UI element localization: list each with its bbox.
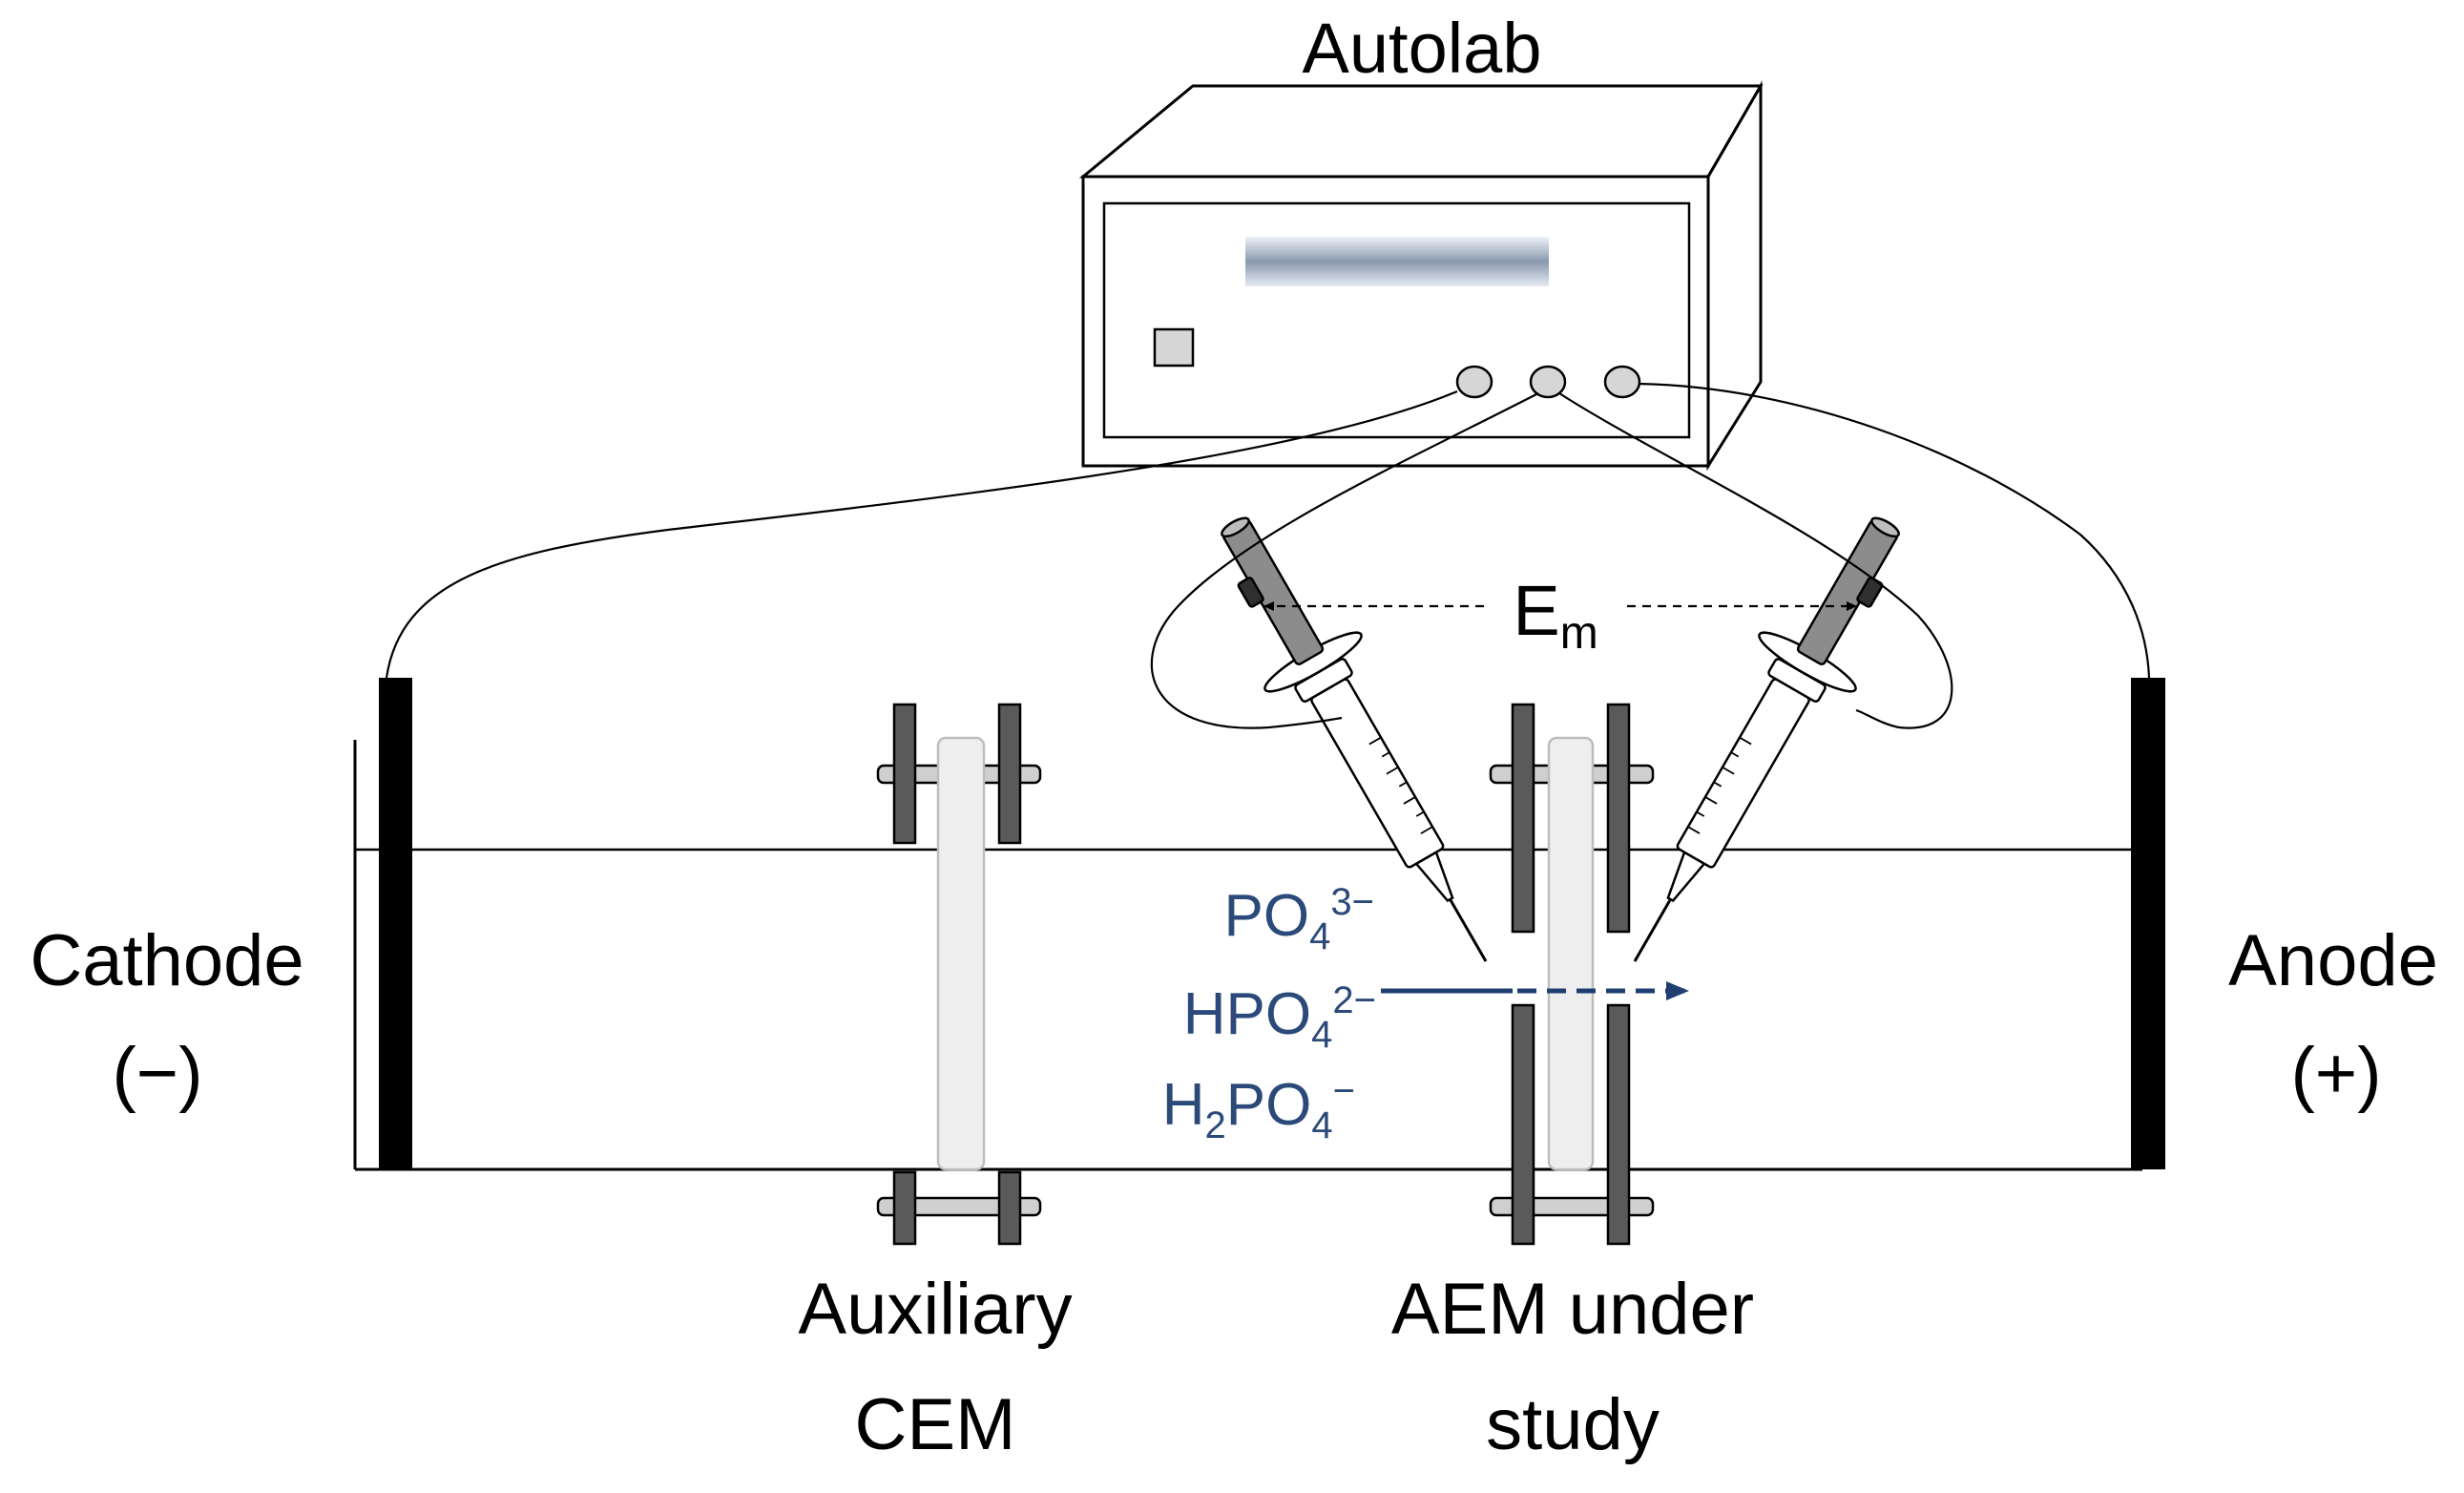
ion-phosphate: PO43− bbox=[1224, 881, 1374, 957]
anode-electrode bbox=[2131, 678, 2165, 1169]
aem-clamp-plate-right-bottom bbox=[1606, 1003, 1631, 1246]
autolab-instrument bbox=[1078, 80, 1764, 472]
cathode-electrode bbox=[379, 678, 412, 1169]
auxiliary-cem-assembly bbox=[876, 703, 1042, 1246]
aux-clamp-plate-right-top bbox=[997, 703, 1022, 845]
left-probe-tip bbox=[1449, 898, 1488, 962]
aem-label-line2: study bbox=[1486, 1384, 1660, 1465]
right-probe-graduations bbox=[1687, 736, 1752, 834]
right-probe bbox=[1633, 516, 1900, 962]
right-probe-barrel bbox=[1676, 678, 1810, 869]
right-probe-electrode-rod bbox=[1796, 519, 1899, 665]
left-probe bbox=[1221, 516, 1488, 962]
wire-cathode bbox=[385, 389, 1458, 679]
wires bbox=[385, 382, 2151, 729]
connector-port-right bbox=[1603, 365, 1641, 399]
wire-anode bbox=[1638, 382, 2151, 679]
autolab-top-face bbox=[1078, 84, 1764, 179]
wire-probe-left bbox=[1150, 392, 1539, 729]
membrane-potential-label: Em bbox=[1513, 571, 1597, 659]
aux-clamp-plate-right-bottom bbox=[997, 1170, 1022, 1246]
autolab-power-button bbox=[1153, 327, 1195, 368]
anode-sign: (+) bbox=[2291, 1033, 2382, 1114]
auxiliary-cem-membrane bbox=[936, 736, 986, 1171]
aem-clamp-plate-left-bottom bbox=[1511, 1003, 1535, 1246]
right-probe-rod-cap bbox=[1870, 516, 1900, 538]
autolab-label: Autolab bbox=[1303, 9, 1542, 88]
left-probe-graduations bbox=[1368, 736, 1433, 834]
aux-clamp-plate-left-bottom bbox=[892, 1170, 917, 1246]
aem-clamp-plate-right-top bbox=[1606, 703, 1631, 934]
right-probe-tip bbox=[1633, 898, 1672, 962]
connector-port-center bbox=[1529, 365, 1567, 399]
cathode-label: Cathode bbox=[30, 920, 303, 1001]
left-probe-barrel bbox=[1310, 678, 1445, 869]
auxiliary-cem-label-line2: CEM bbox=[855, 1384, 1016, 1465]
aux-clamp-plate-left-top bbox=[892, 703, 917, 845]
cathode-sign: (−) bbox=[113, 1033, 203, 1114]
left-probe-electrode-rod bbox=[1222, 519, 1325, 665]
left-probe-rod-cap bbox=[1221, 516, 1250, 538]
aem-label-line1: AEM under bbox=[1391, 1269, 1754, 1350]
auxiliary-cem-label-line1: Auxiliary bbox=[798, 1269, 1072, 1350]
potential-subscript: m bbox=[1560, 608, 1598, 659]
aem-assembly bbox=[1489, 703, 1655, 1246]
aem-membrane bbox=[1547, 736, 1595, 1171]
ion-dihydrogen-phosphate: H2PO4− bbox=[1162, 1070, 1355, 1146]
aem-clamp-plate-left-top bbox=[1511, 703, 1535, 934]
wire-probe-right bbox=[1558, 392, 1953, 729]
anode-label: Anode bbox=[2228, 920, 2438, 1001]
ion-hydrogen-phosphate: HPO42− bbox=[1183, 979, 1376, 1056]
autolab-display-screen bbox=[1245, 237, 1549, 286]
connector-port-left bbox=[1455, 365, 1493, 399]
left-probe-connector bbox=[1237, 577, 1264, 608]
